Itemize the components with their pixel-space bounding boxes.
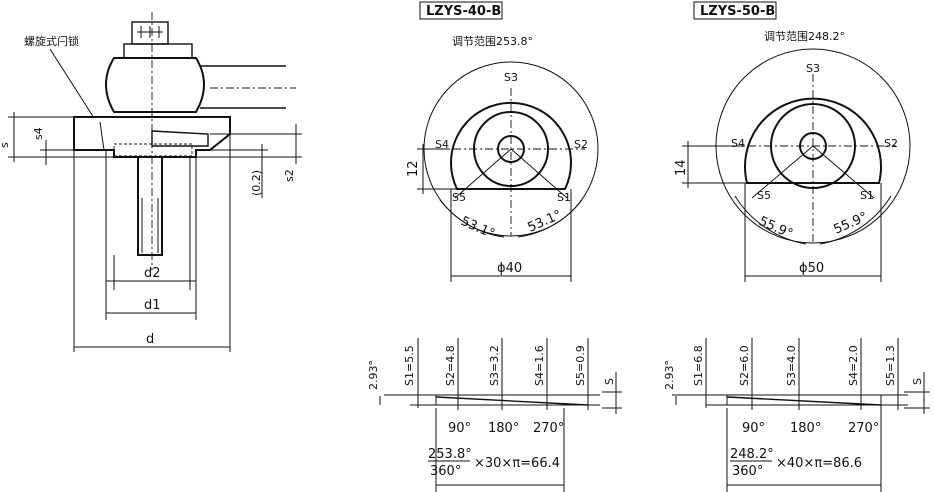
model-40-p2: S2=4.8 — [444, 345, 457, 386]
model-50-p2: S2=6.0 — [738, 345, 751, 386]
model-40-dia: ϕ40 — [497, 261, 522, 276]
model-50-frac-den: 360° — [732, 464, 763, 479]
model-40-cam-profile — [450, 101, 572, 190]
dim-gap — [196, 144, 268, 198]
dim-d2-label: d2 — [144, 266, 161, 281]
model-40-slope: 2.93° — [367, 360, 380, 390]
model-50-dim-dia — [744, 183, 882, 282]
model-50-s3: S3 — [806, 62, 820, 75]
shaft — [137, 156, 163, 256]
model-50-a270: 270° — [848, 421, 879, 436]
model-50-range: 调节范围248.2° — [764, 29, 845, 43]
handle — [200, 65, 286, 109]
model-40-frac-den: 360° — [430, 464, 461, 479]
model-50-title-box — [693, 1, 777, 20]
model-50-a180: 180° — [790, 421, 821, 436]
hex-socket-icon — [137, 26, 163, 38]
base-plate — [73, 116, 231, 158]
model-50-dim-h — [682, 141, 747, 188]
model-40-dim-dia — [450, 189, 572, 282]
model-50-dim-s — [904, 372, 930, 414]
side-view: 螺旋式闩锁 s s4 s2 (0.2) d2 d1 d — [0, 12, 302, 352]
model-50-s2: S2 — [884, 137, 898, 150]
model-40-ticks — [417, 338, 589, 410]
model-50-dim-travel — [726, 408, 882, 492]
model-50: LZYS-50-B 调节范围248.2° S3 S2 S4 S5 S1 14 5… — [663, 1, 930, 492]
model-40-s4: S4 — [435, 138, 449, 151]
model-40-formula: ×30×π=66.4 — [474, 456, 560, 471]
callout-label: 螺旋式闩锁 — [24, 34, 79, 48]
model-50-p3: S3=4.0 — [785, 345, 798, 386]
model-40-slope-line — [435, 396, 589, 406]
model-50-arc-left — [734, 195, 807, 245]
model-40-a270: 270° — [533, 421, 564, 436]
model-50-s5: S5 — [757, 189, 771, 202]
model-50-p4: S4=2.0 — [847, 345, 860, 386]
model-50-frac-num: 248.2° — [730, 447, 774, 462]
plate-edge — [99, 121, 105, 151]
model-50-slope-line — [726, 396, 882, 406]
model-50-s1: S1 — [860, 189, 874, 202]
model-40-range: 调节范围253.8° — [452, 34, 533, 48]
model-40-p4: S4=1.6 — [533, 345, 546, 386]
dim-s4-label: s4 — [32, 127, 45, 140]
model-40-a180: 180° — [488, 421, 519, 436]
model-40-s: S — [603, 378, 616, 385]
dim-d — [73, 134, 231, 352]
model-40-p1: S1=5.5 — [403, 345, 416, 386]
model-50-arc-right — [819, 195, 892, 245]
model-50-ticks — [705, 338, 899, 410]
model-50-ang-left: 55.9° — [756, 214, 794, 242]
model-40-dim-s — [602, 372, 622, 414]
model-40-h: 12 — [406, 160, 421, 177]
model-40: LZYS-40-B 调节范围253.8° S3 S2 S4 S5 S1 12 5… — [367, 1, 622, 492]
callout-leader — [49, 48, 95, 119]
model-40-angle-rays — [454, 148, 568, 199]
model-50-title: LZYS-50-B — [700, 4, 775, 19]
model-40-p5: S5=0.9 — [574, 345, 587, 386]
model-40-s1: S1 — [557, 191, 571, 204]
model-50-dia: ϕ50 — [799, 261, 824, 276]
dim-d1 — [105, 150, 197, 320]
model-50-p1: S1=6.8 — [692, 345, 705, 386]
dim-s4 — [40, 140, 74, 165]
model-50-angle-rays — [751, 145, 875, 199]
nut-body — [123, 43, 193, 59]
dim-s — [8, 112, 114, 162]
model-40-frac-num: 253.8° — [428, 447, 472, 462]
model-40-ang-right: 53.1° — [526, 208, 564, 236]
model-40-arc-right — [517, 199, 583, 238]
dim-s-label: s — [0, 142, 11, 148]
dim-s2 — [210, 124, 302, 164]
model-40-ang-left: 53.1° — [458, 214, 496, 242]
thread-lines — [141, 198, 159, 253]
model-50-p5: S5=1.3 — [884, 345, 897, 386]
model-50-s4: S4 — [731, 137, 745, 150]
model-40-p3: S3=3.2 — [488, 345, 501, 386]
dim-s2-label: s2 — [283, 169, 296, 182]
dim-d2 — [106, 157, 196, 290]
model-50-h: 14 — [674, 159, 689, 176]
model-40-a90: 90° — [448, 421, 471, 436]
model-40-title: LZYS-40-B — [426, 4, 501, 19]
model-40-title-box — [419, 1, 503, 20]
dim-d1-label: d1 — [144, 298, 161, 313]
model-50-a90: 90° — [742, 421, 765, 436]
model-40-dim-travel — [435, 408, 565, 492]
model-40-arc-left — [439, 199, 505, 238]
model-50-formula: ×40×π=86.6 — [776, 456, 862, 471]
model-40-s3: S3 — [504, 71, 518, 84]
model-50-axes — [732, 74, 896, 242]
model-50-s: S — [911, 378, 924, 385]
model-50-slope-ends — [726, 395, 882, 408]
dim-gap-label: (0.2) — [250, 170, 263, 196]
model-40-s5: S5 — [452, 191, 466, 204]
model-40-s2: S2 — [574, 138, 588, 151]
ball-body — [105, 57, 205, 113]
model-40-dim-h — [417, 144, 457, 194]
model-50-slope: 2.93° — [663, 360, 676, 390]
dim-d-label: d — [146, 332, 154, 347]
